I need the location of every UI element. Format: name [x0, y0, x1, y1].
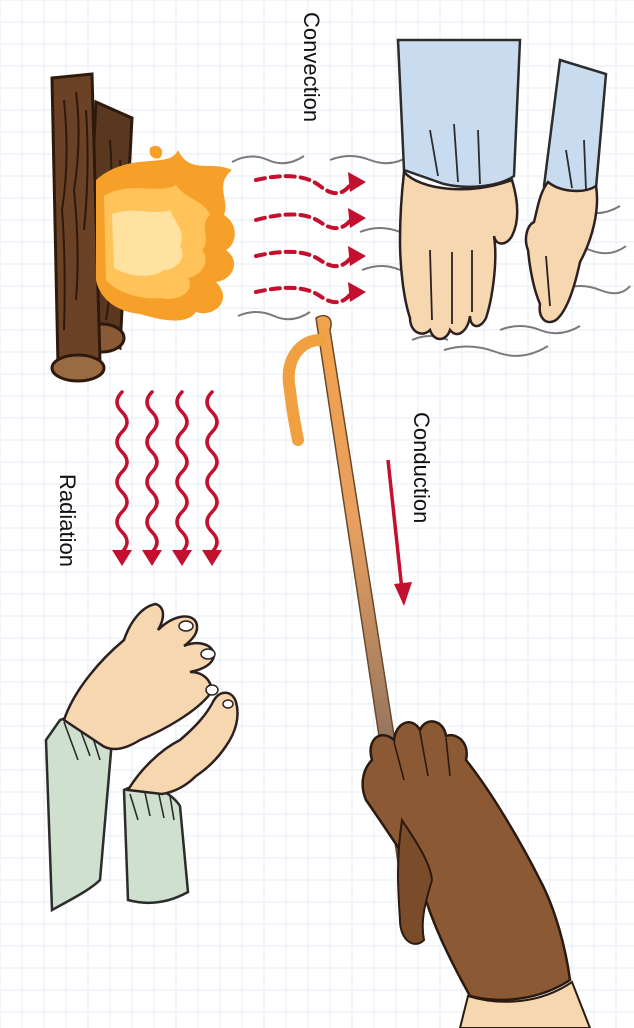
blue-sleeve-main [398, 40, 520, 187]
label-conduction: Conduction [409, 412, 434, 523]
flame-core [112, 210, 183, 276]
label-radiation: Radiation [55, 474, 80, 567]
label-convection: Convection [299, 12, 324, 122]
flames [96, 146, 235, 321]
front-log-end [52, 355, 104, 381]
